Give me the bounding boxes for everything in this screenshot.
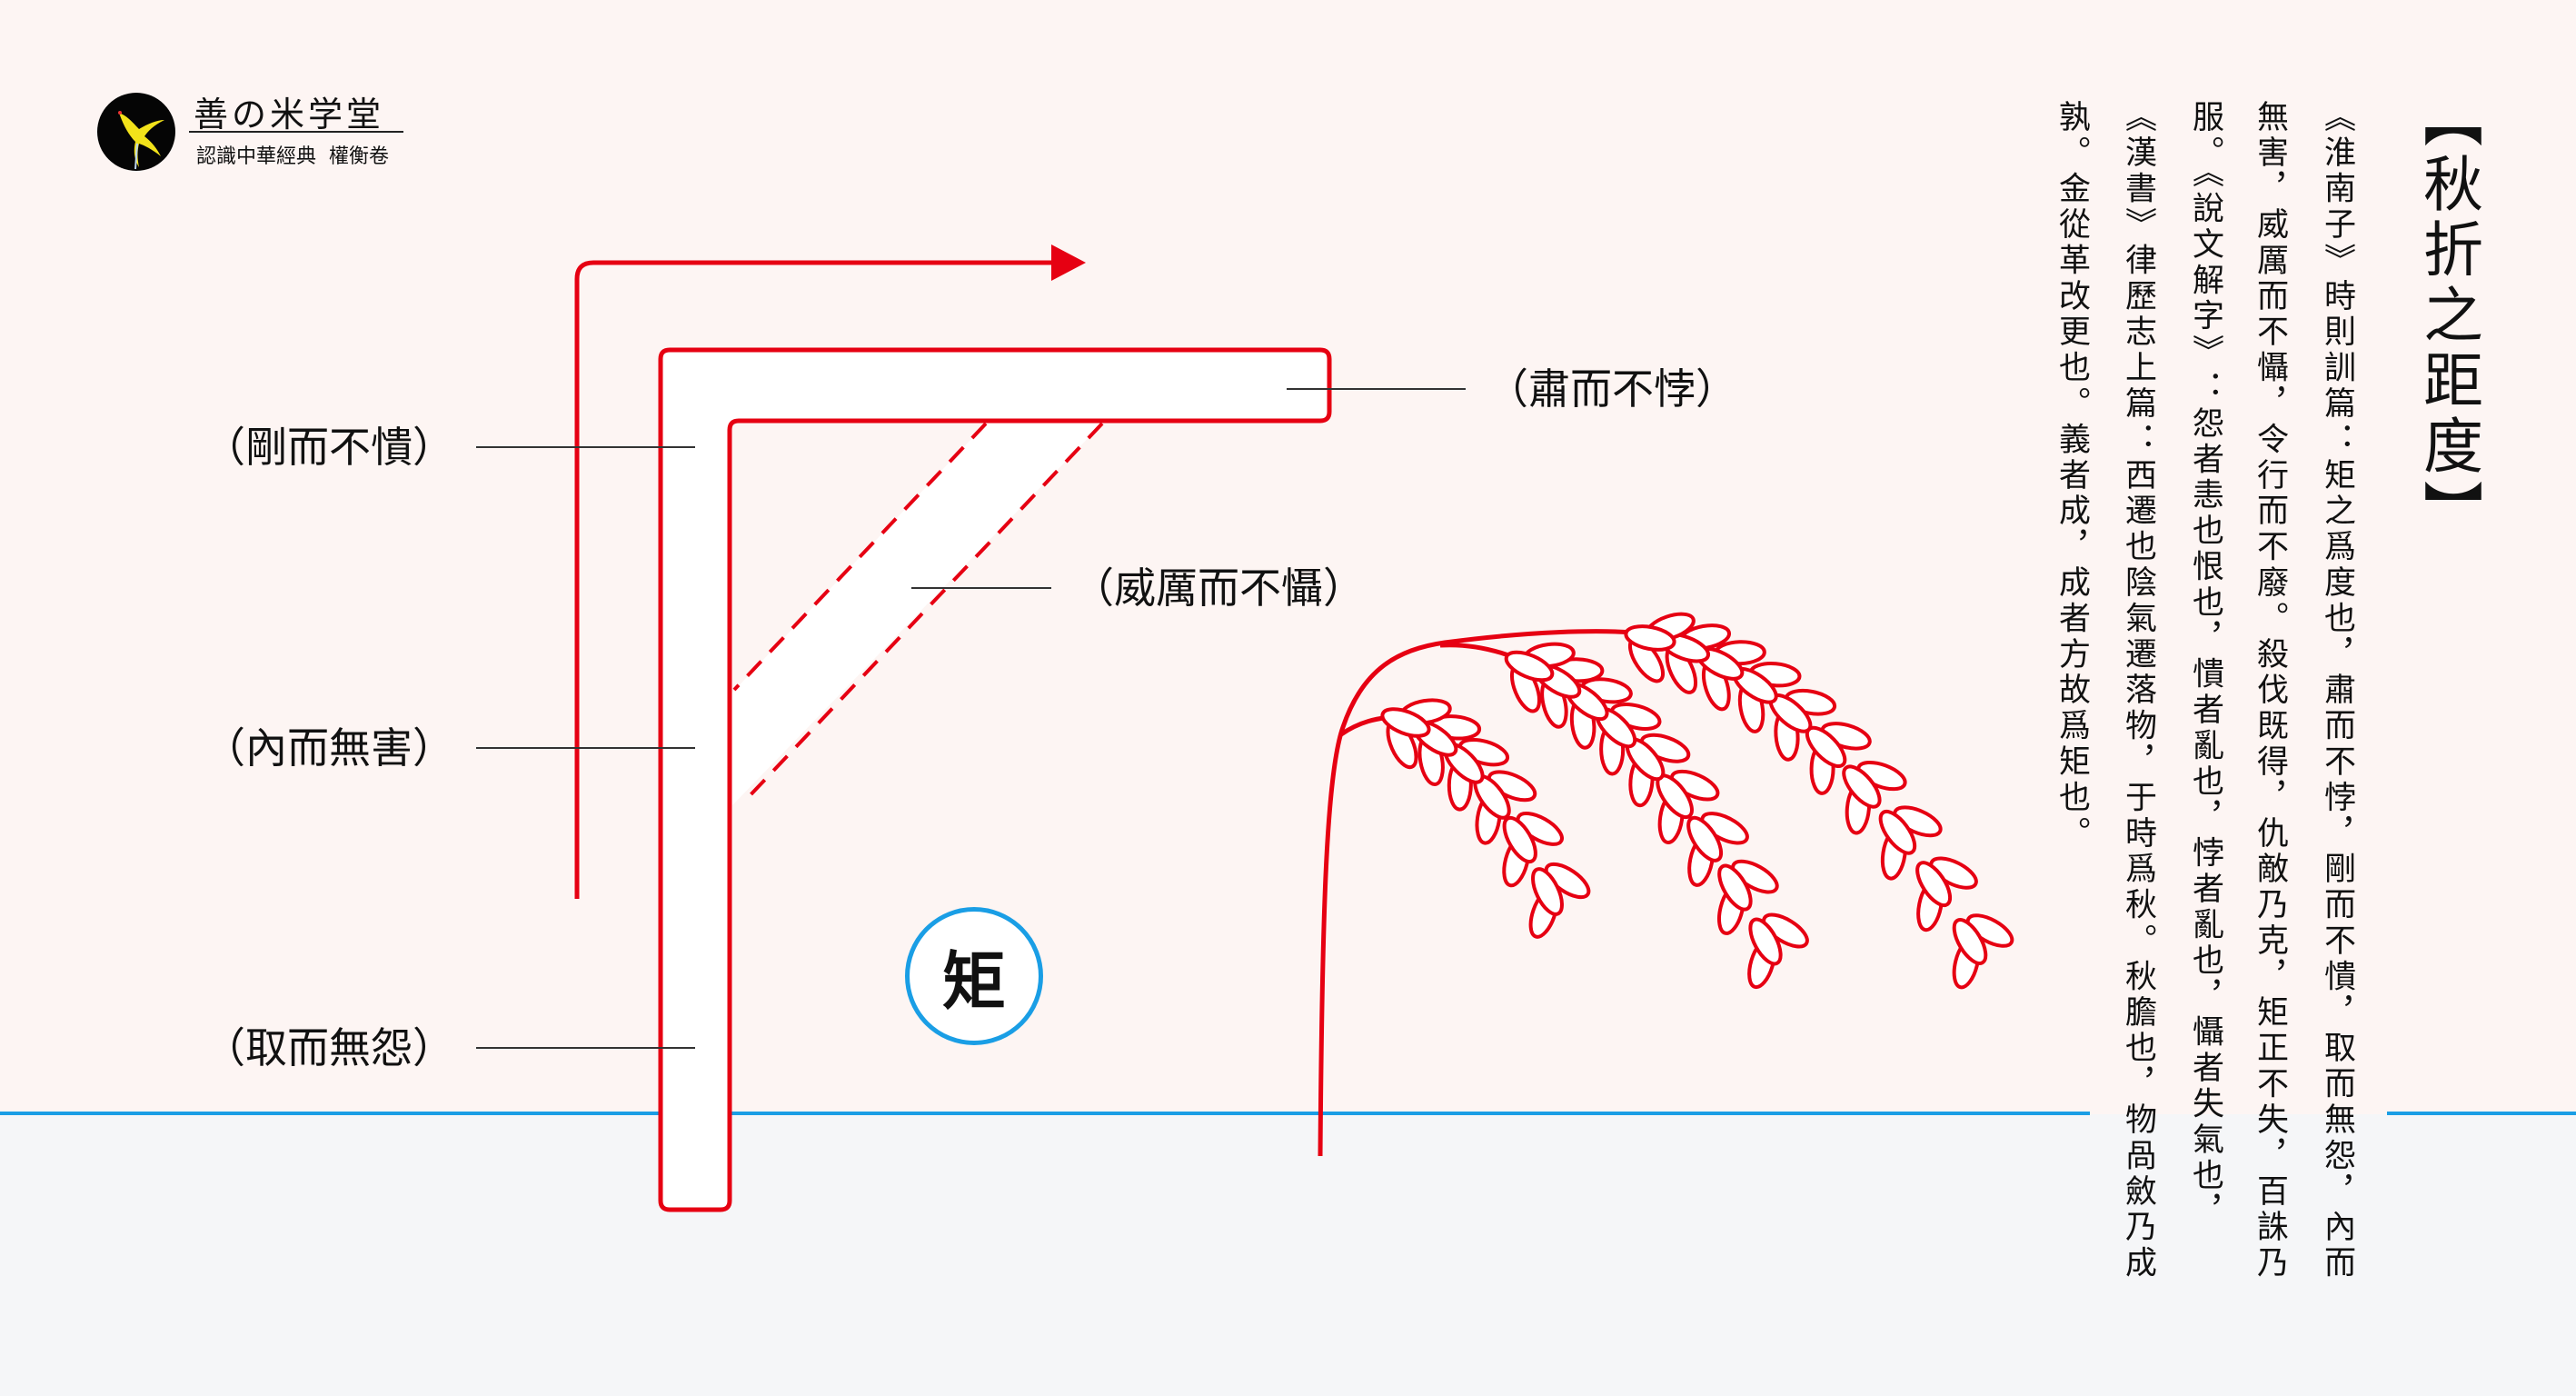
rice-grain xyxy=(1731,859,1779,894)
text-column-1: 《淮南子》時則訓篇：矩之爲度也，肅而不悖，剛而不憒，取而無怨，內而 xyxy=(2319,100,2355,1282)
rice-grain xyxy=(1686,815,1724,863)
logo-divider xyxy=(189,131,403,133)
leader-line xyxy=(911,587,1051,589)
label-qu-er-wu-yuan: （取而無怨） xyxy=(204,1023,454,1072)
rice-grain xyxy=(1624,624,1676,652)
rice-grain xyxy=(1929,856,1978,890)
page-title: 【秋折之距度】 xyxy=(2413,87,2483,545)
rice-plant xyxy=(1318,612,2014,1157)
ju-character: 矩 xyxy=(942,943,1006,1019)
logo-subtitle: 認識中華經典 權衡卷 xyxy=(196,145,389,168)
text-column-5: 孰。金從革改更也。義者成，成者方故爲矩也。 xyxy=(2054,100,2090,853)
leader-line xyxy=(1287,388,1466,390)
logo-name: 善の米学堂 xyxy=(194,95,385,135)
rice-grain xyxy=(1762,912,1809,949)
ground-line-left xyxy=(0,1112,2090,1115)
label-nei-er-wu-hai: （內而無害） xyxy=(204,723,454,773)
label-gang-er-bu-kui: （剛而不憒） xyxy=(204,423,454,472)
rice-grain xyxy=(1700,812,1749,845)
rice-grain xyxy=(1748,917,1783,966)
brace-dashed-line xyxy=(732,422,988,692)
rice-grain xyxy=(1965,913,2014,948)
text-column-3: 服。《說文解字》：怨者恚也恨也，憒者亂也，悖者亂也，懾者失氣也， xyxy=(2187,100,2223,1231)
rice-grain xyxy=(1516,812,1564,846)
rice-grain xyxy=(1504,650,1555,683)
ground-line-right xyxy=(2387,1112,2576,1115)
label-su-er-bu-bei: （肅而不悖） xyxy=(1487,364,1737,414)
leader-line xyxy=(476,1047,695,1049)
rice-stalk xyxy=(1318,629,1646,1157)
rice-grain xyxy=(1952,918,1988,965)
direction-arrow-line xyxy=(574,260,1056,899)
logo-phoenix-icon xyxy=(97,93,175,171)
brace-dashed-line xyxy=(742,422,1104,803)
rice-grain xyxy=(1856,760,1907,792)
text-column-2: 無害，威厲而不懾，令行而不廢。殺伐既得，仇敵乃克，矩正不失，百誅乃 xyxy=(2252,100,2288,1282)
rice-grain xyxy=(1531,867,1564,916)
rice-grain xyxy=(1544,862,1591,900)
text-column-4: 《漢書》律歷志上篇：西遷也陰氣遷落物，于時爲秋。秋膽也，物咼斂乃成 xyxy=(2120,100,2156,1282)
rice-grain xyxy=(1878,809,1917,855)
rice-grain xyxy=(1893,805,1943,838)
ju-character-badge: 矩 xyxy=(905,907,1043,1045)
leader-line xyxy=(476,446,695,448)
rice-grain xyxy=(1717,863,1753,912)
rice-grain xyxy=(1842,764,1882,809)
ground-area xyxy=(0,1114,2576,1396)
rice-grain xyxy=(1915,861,1953,908)
rice-grain xyxy=(1669,769,1720,802)
rice-grain xyxy=(1487,770,1537,803)
rice-grain xyxy=(1502,815,1537,864)
square-ruler xyxy=(658,347,1332,1212)
leader-line xyxy=(476,747,695,749)
rice-grain xyxy=(1380,707,1431,738)
arrowhead-icon xyxy=(1051,244,1086,281)
label-wei-li-er-bu-she: （威厲而不懾） xyxy=(1072,563,1365,613)
